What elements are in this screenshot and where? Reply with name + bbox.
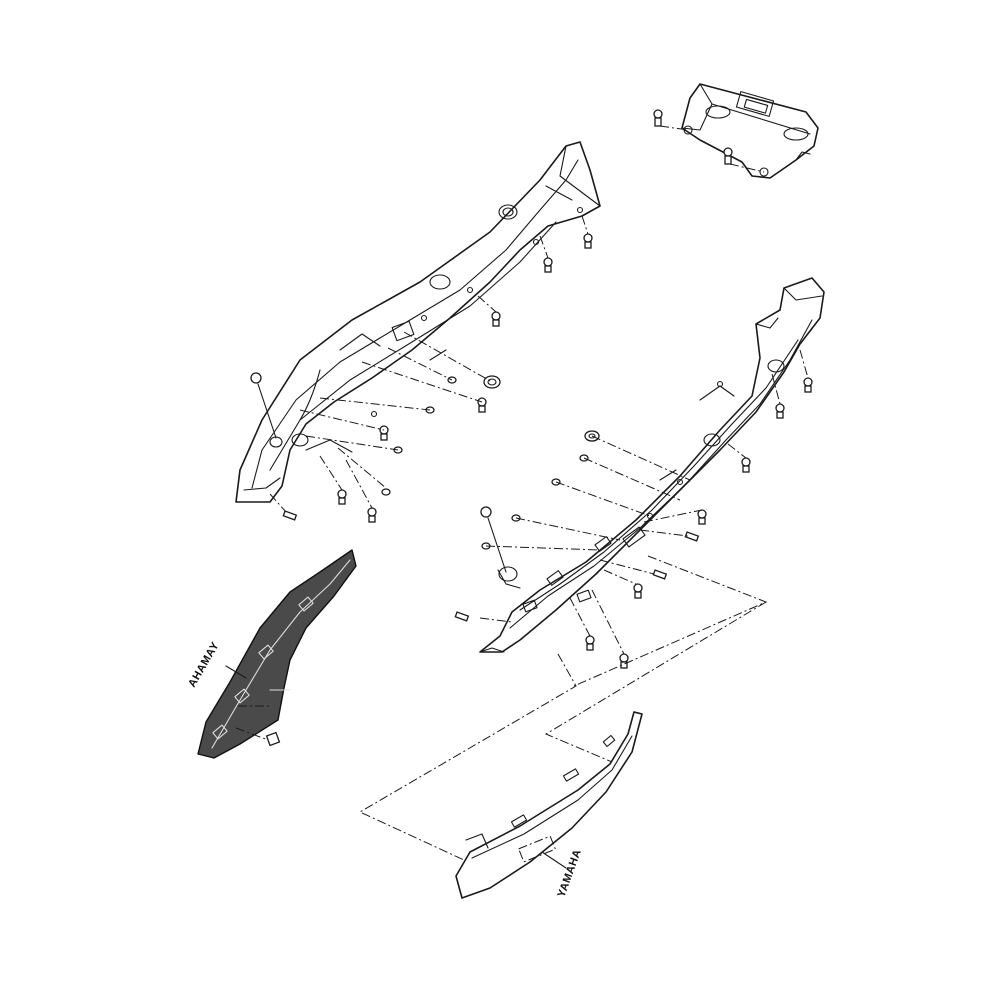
dark-panel-clip bbox=[235, 705, 281, 747]
r-screw-2 bbox=[652, 569, 668, 580]
screw-top-left bbox=[250, 372, 277, 439]
left-cover-leader-lines bbox=[269, 215, 589, 513]
bolt-3 bbox=[491, 311, 501, 327]
washer-4 bbox=[381, 488, 391, 496]
r-bolt-6 bbox=[585, 635, 595, 651]
r-bolt-1 bbox=[803, 377, 813, 393]
right-cover-leader-lines bbox=[479, 349, 809, 655]
bolt-4 bbox=[477, 397, 487, 413]
left-side-cover-part bbox=[235, 141, 601, 503]
screw-bottom-left bbox=[282, 510, 298, 521]
r-bolt-3 bbox=[741, 457, 751, 473]
bolt-1 bbox=[583, 233, 593, 249]
logo-left-text: AHAMAY bbox=[186, 640, 222, 690]
bolt-6 bbox=[337, 489, 347, 505]
assembly-leader-lines bbox=[358, 555, 768, 861]
r-bolt-5 bbox=[633, 583, 643, 599]
bolt-2 bbox=[543, 257, 553, 273]
logo-right-text: YAMAHA bbox=[556, 848, 584, 899]
grab-handle-part bbox=[681, 83, 819, 179]
r-screw-bottom bbox=[454, 611, 470, 622]
bolt-5 bbox=[379, 425, 389, 441]
r-bolt-4 bbox=[697, 509, 707, 525]
left-dark-panel-part bbox=[197, 549, 357, 759]
r-screw-top bbox=[480, 506, 507, 573]
logo-right-label: YAMAHA bbox=[541, 848, 584, 899]
r-bolt-2 bbox=[775, 403, 785, 419]
lower-tail-cover-part bbox=[455, 711, 643, 899]
right-side-cover-part bbox=[479, 277, 825, 653]
grommet-1 bbox=[483, 375, 501, 389]
r-screw-1 bbox=[684, 531, 700, 542]
handle-bolt-2 bbox=[723, 147, 765, 173]
bolt-7 bbox=[367, 507, 377, 523]
r-bolt-7 bbox=[619, 653, 629, 669]
handle-bolt-1 bbox=[653, 109, 689, 131]
